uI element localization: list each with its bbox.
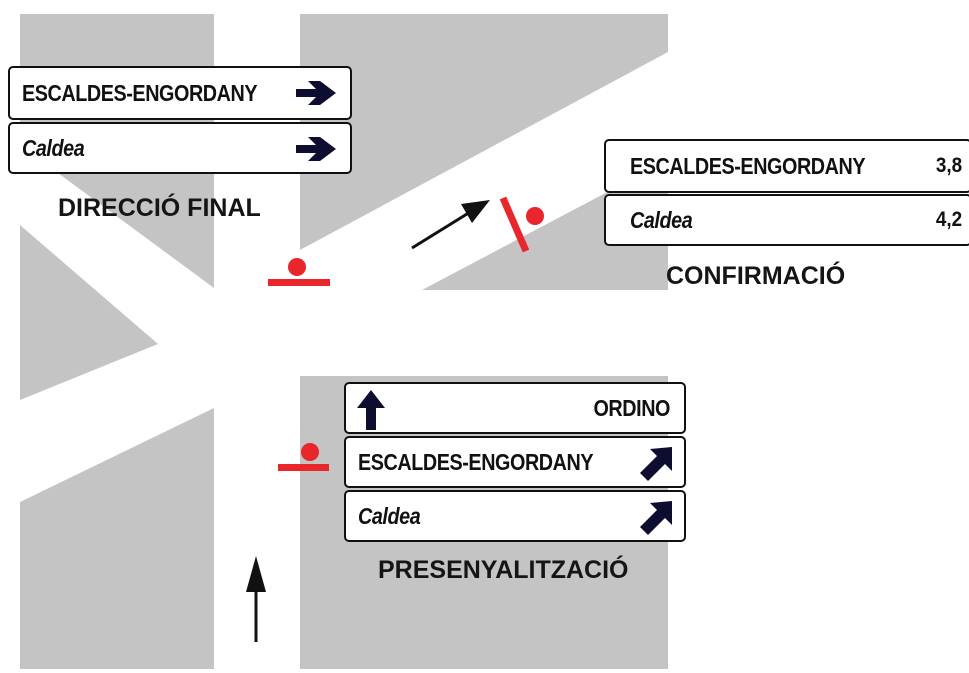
traffic-arrow-vertical-head	[246, 556, 266, 592]
map-blocks	[20, 14, 668, 669]
destination-label: ESCALDES-ENGORDANY	[630, 152, 866, 179]
marker-confirmation-dot	[526, 207, 544, 225]
destination-label: Caldea	[630, 206, 693, 233]
distance-label: 4,2	[935, 208, 962, 231]
presignal-panel-ordino: ORDINO	[344, 382, 686, 434]
arrow-up-icon	[356, 389, 386, 436]
block-left-triangle	[20, 225, 158, 400]
confirmation-caption: CONFIRMACIÓ	[666, 262, 846, 290]
block-top-center	[300, 14, 668, 250]
destination-label: ESCALDES-ENGORDANY	[358, 448, 594, 475]
block-bottom-left	[20, 408, 214, 669]
distance-label: 3,8	[935, 154, 962, 177]
arrow-right-icon	[294, 79, 338, 112]
marker-final-bar	[268, 279, 330, 286]
marker-confirmation-bar	[499, 196, 530, 253]
final-direction-caption: DIRECCIÓ FINAL	[58, 194, 261, 222]
presignal-caption: PRESENYALITZACIÓ	[378, 556, 629, 584]
arrow-up-right-icon	[638, 499, 674, 540]
destination-label: Caldea	[358, 502, 421, 529]
confirmation-panel-escaldes: ESCALDES-ENGORDANY 3,8	[604, 139, 969, 193]
arrow-up-right-icon	[638, 445, 674, 486]
marker-presignal-dot	[301, 443, 319, 461]
final-panel-escaldes: ESCALDES-ENGORDANY	[8, 66, 352, 120]
arrow-right-icon	[294, 135, 338, 168]
marker-presignal-bar	[278, 464, 329, 471]
traffic-arrows	[246, 200, 490, 642]
traffic-arrow-diagonal	[411, 207, 476, 250]
destination-label: Caldea	[22, 134, 85, 161]
final-panel-caldea: Caldea	[8, 122, 352, 174]
marker-final-dot	[288, 258, 306, 276]
presignal-panel-escaldes: ESCALDES-ENGORDANY	[344, 436, 686, 488]
presignal-panel-caldea: Caldea	[344, 490, 686, 542]
confirmation-panel-caldea: Caldea 4,2	[604, 194, 969, 246]
destination-label: ESCALDES-ENGORDANY	[22, 79, 258, 106]
sign-markers	[268, 196, 544, 471]
traffic-arrow-diagonal-head	[461, 200, 490, 223]
destination-label: ORDINO	[593, 394, 670, 421]
